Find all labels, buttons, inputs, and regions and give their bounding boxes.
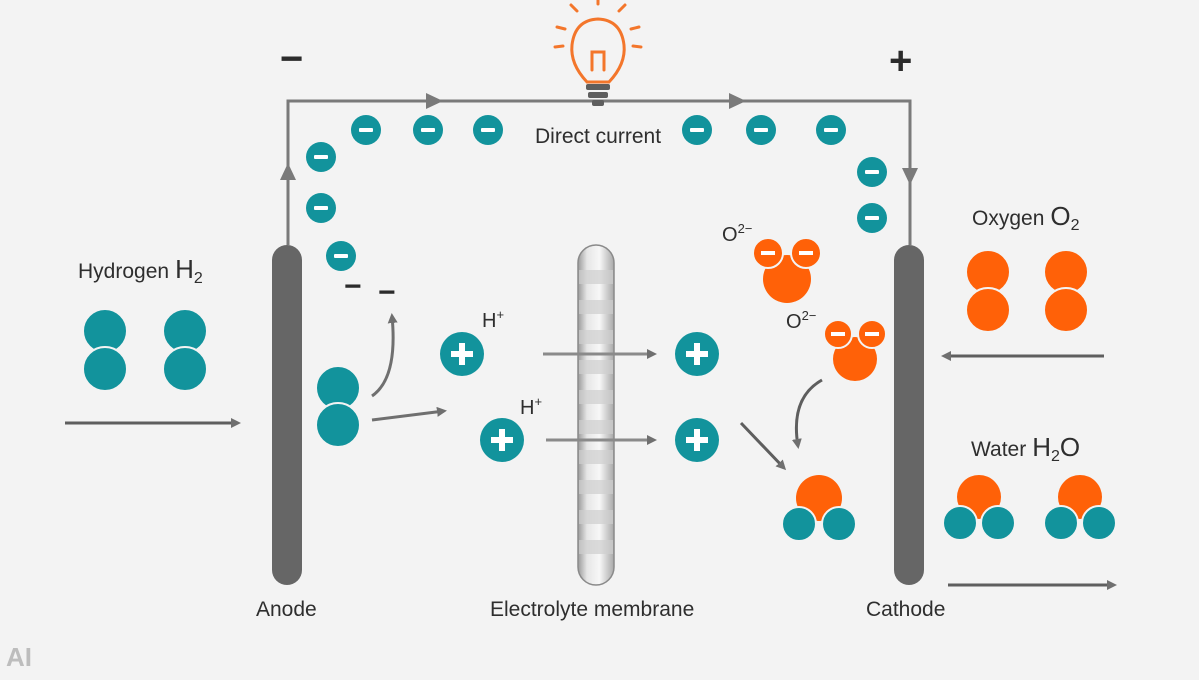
oxide-ion-1 <box>752 237 822 303</box>
oxygen-molecule <box>965 249 1011 333</box>
oxide-ion-label-2: O2− <box>786 308 816 333</box>
free-electron-2: − <box>378 276 396 309</box>
electron <box>306 142 336 172</box>
oxygen-molecule <box>1043 249 1089 333</box>
electrolyte-membrane <box>577 244 615 586</box>
cathode-label: Cathode <box>866 598 945 621</box>
proton-2 <box>480 418 524 462</box>
electron <box>413 115 443 145</box>
proton-4 <box>675 418 719 462</box>
proton-label-2: H+ <box>520 394 542 419</box>
wire-arrow-down <box>902 168 918 185</box>
electron-release-arrow <box>371 313 398 398</box>
wire-arrow-right-1 <box>426 93 443 109</box>
electron <box>473 115 503 145</box>
electron <box>306 193 336 223</box>
hydrogen-molecule <box>162 308 208 392</box>
electrolyte-membrane-label: Electrolyte membrane <box>490 598 694 621</box>
ai-watermark: AI <box>6 642 32 672</box>
proton-to-water-arrow <box>739 421 787 471</box>
hydrogen-molecule <box>82 308 128 392</box>
bulb-base <box>586 84 610 106</box>
oxide-ion-label-1: O2− <box>722 221 752 246</box>
free-electron-1: − <box>344 270 362 303</box>
wire-path <box>286 99 912 245</box>
negative-terminal-sign: − <box>280 37 303 81</box>
anode-electrode <box>272 245 302 585</box>
anode-label: Anode <box>256 598 317 621</box>
proton-release-arrow <box>371 406 447 422</box>
wire-arrow-up <box>280 163 296 180</box>
wire-arrowheads <box>280 93 918 185</box>
water-molecule <box>942 475 1016 541</box>
oxide-to-water-arrow <box>791 378 823 449</box>
proton-3 <box>675 332 719 376</box>
electron <box>682 115 712 145</box>
cathode-electrode <box>894 245 924 585</box>
proton-1 <box>440 332 484 376</box>
electron <box>326 241 356 271</box>
water-molecule <box>1043 475 1117 541</box>
wire-arrow-right-2 <box>729 93 746 109</box>
electron-flow <box>306 115 887 271</box>
electron <box>857 203 887 233</box>
hydrogen-molecule-anode <box>315 365 361 448</box>
direct-current-label: Direct current <box>535 125 661 148</box>
electron <box>746 115 776 145</box>
light-bulb-icon <box>553 0 643 84</box>
positive-terminal-sign: + <box>889 39 912 83</box>
water-molecule-formed <box>781 475 857 542</box>
oxide-ion-2 <box>823 319 887 381</box>
proton-label-1: H+ <box>482 307 504 332</box>
electron <box>857 157 887 187</box>
electron <box>816 115 846 145</box>
electron <box>351 115 381 145</box>
external-circuit <box>286 99 912 245</box>
